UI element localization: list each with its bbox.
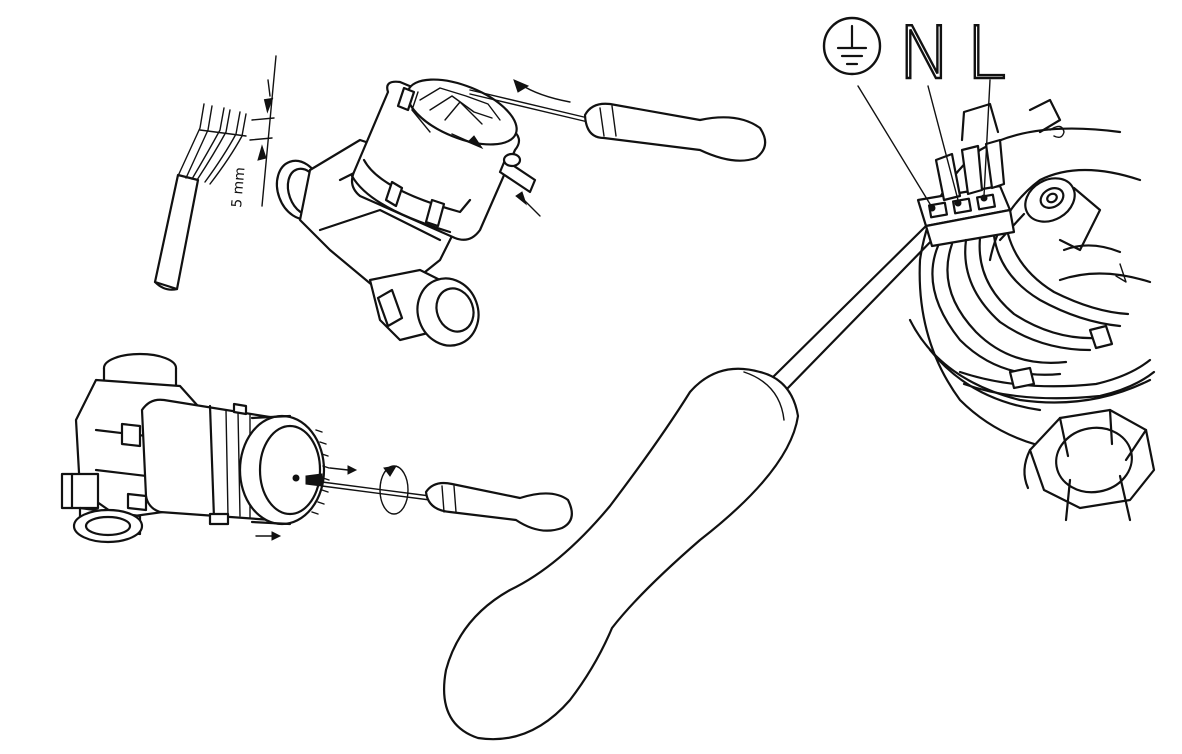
stripped-cable xyxy=(153,103,247,291)
pump-bottom xyxy=(60,352,573,544)
rotation-arrow-icon xyxy=(379,465,409,515)
terminal-leaders xyxy=(857,79,991,205)
large-screwdriver xyxy=(442,220,942,741)
terminal-neutral-label: N xyxy=(898,11,952,95)
terminal-box xyxy=(908,98,1156,522)
strip-length-label: 5 mm xyxy=(229,166,248,208)
strip-dimension: 5 mm xyxy=(229,55,277,208)
pump-top xyxy=(275,78,767,347)
direction-arrow-icon xyxy=(255,465,358,541)
ground-symbol-icon xyxy=(822,16,882,76)
terminal-live-label: L xyxy=(966,11,1006,95)
